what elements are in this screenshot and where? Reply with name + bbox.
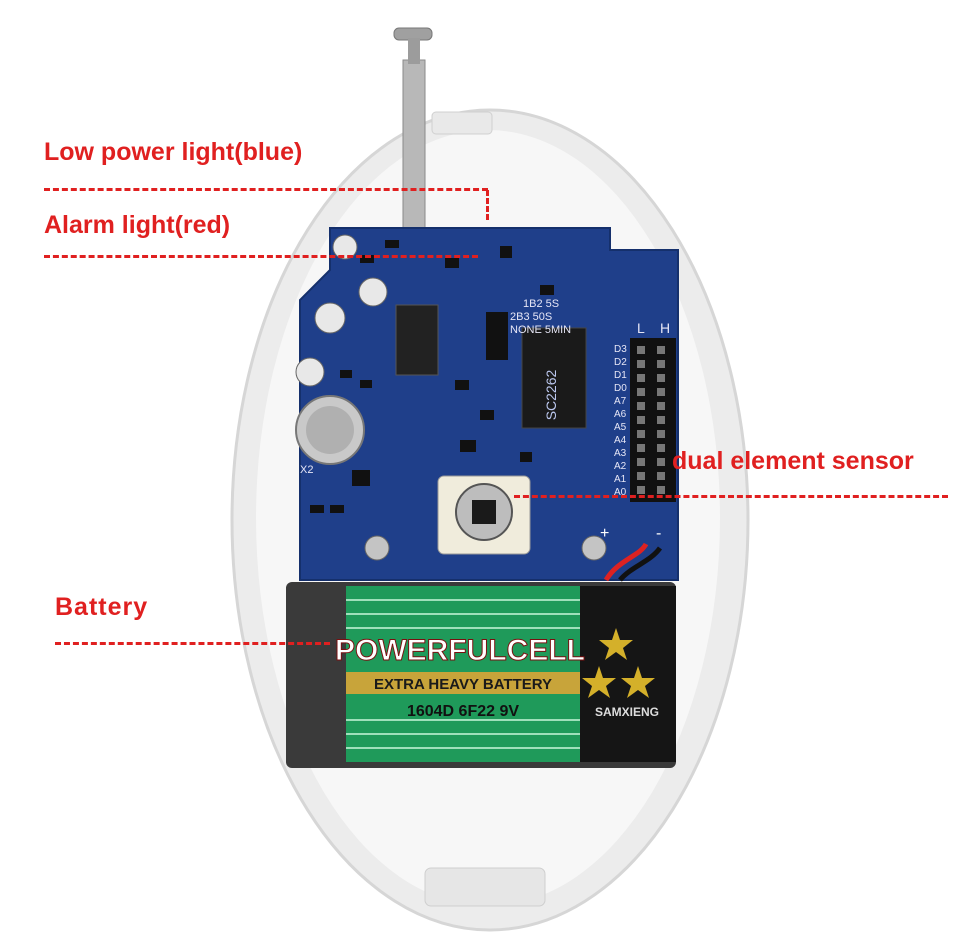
pir-window (472, 500, 496, 524)
pin-label: D2 (614, 357, 627, 368)
callout-low-power-drop (486, 190, 489, 220)
pin-label: A0 (614, 487, 627, 498)
star-icon-group (582, 628, 655, 698)
minus-marker: - (656, 525, 661, 542)
pin-label: A4 (614, 435, 627, 446)
header-col-l: L (637, 320, 645, 336)
capacitor (358, 277, 388, 307)
capacitor (332, 234, 358, 260)
star-icon (582, 666, 616, 698)
screw (364, 535, 390, 561)
battery-wire-black (618, 546, 663, 582)
case-top-tab (431, 111, 493, 135)
pin-label: A6 (614, 409, 627, 420)
callout-alarm-light: Alarm light(red) (44, 211, 231, 239)
ic-chip-encoder (521, 327, 587, 429)
battery-wire-red (603, 542, 649, 582)
pin-label: D1 (614, 370, 627, 381)
chip-label: SC2262 (543, 369, 559, 420)
callout-dual-element-sensor: dual element sensor (672, 447, 914, 475)
battery-gold-band (346, 672, 580, 694)
pin-label: D3 (614, 344, 627, 355)
battery-black-end (580, 586, 676, 762)
star-icon (621, 666, 655, 698)
header-col-h: H (660, 320, 670, 336)
pin-label: A3 (614, 448, 627, 459)
antenna-rod (402, 59, 426, 251)
pin-header-pins (637, 346, 665, 494)
battery-brand: POWERFULCELL (335, 634, 585, 667)
jumper-label-2: 2B3 50S (510, 311, 552, 323)
battery-tagline: EXTRA HEAVY BATTERY (374, 676, 552, 693)
pin-header (630, 338, 676, 502)
screw (581, 535, 607, 561)
callout-low-power-light: Low power light(blue) (44, 138, 303, 166)
callout-low-power-line (44, 188, 488, 191)
pin-label: D0 (614, 383, 627, 394)
jumper-label-1: 1B2 5S (523, 298, 559, 310)
plus-marker: + (600, 525, 609, 542)
callout-battery-line (55, 642, 330, 645)
pcb-board (299, 227, 679, 581)
callout-battery: Battery (55, 593, 149, 621)
smd-components (310, 240, 554, 513)
callout-dual-line (514, 495, 948, 498)
battery-maker: SAMXIENG (595, 705, 659, 719)
jumper-block (486, 312, 508, 360)
callout-alarm-line (44, 255, 478, 258)
jumper-label-3: NONE 5MIN (510, 324, 571, 336)
pin-label: A2 (614, 461, 627, 472)
pin-label: A7 (614, 396, 627, 407)
pin-label: A1 (614, 474, 627, 485)
capacitor (295, 357, 325, 387)
case-bottom-tab (424, 867, 546, 907)
battery-model: 1604D 6F22 9V (407, 703, 519, 720)
capacitor (314, 302, 346, 334)
pin-label: A5 (614, 422, 627, 433)
star-icon (599, 628, 633, 660)
crystal-label: X2 (300, 464, 313, 476)
battery-stripes (346, 599, 580, 749)
antenna-neck (408, 38, 420, 64)
ic-chip-left (395, 304, 439, 376)
